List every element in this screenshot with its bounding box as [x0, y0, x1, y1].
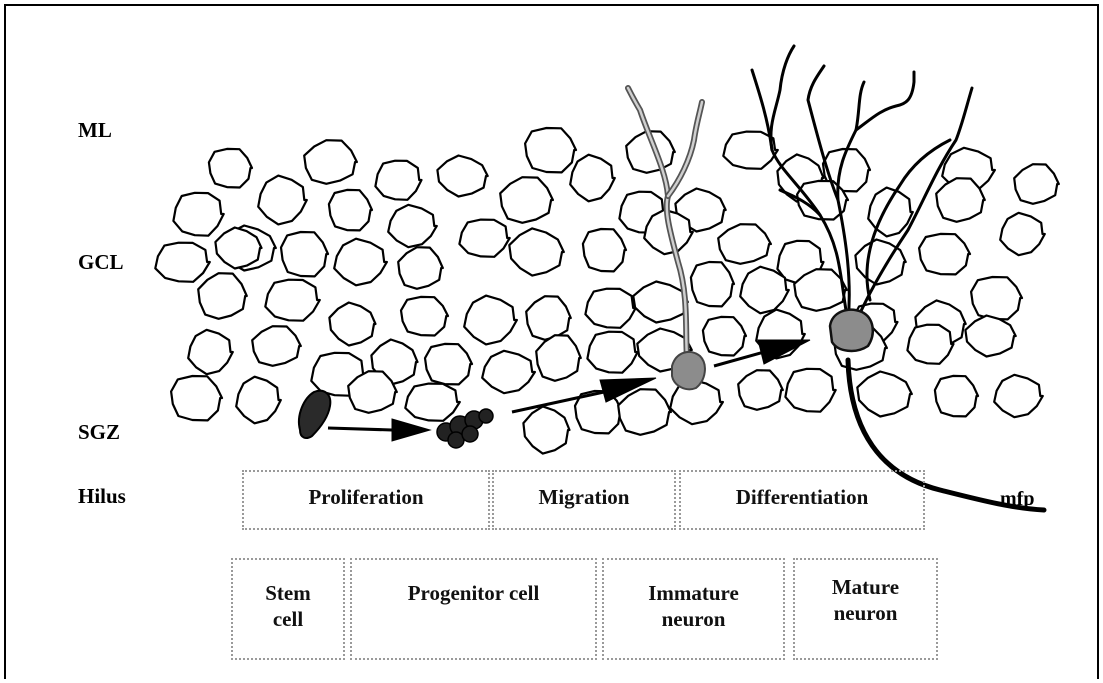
granule-cell [236, 377, 281, 424]
granule-cell [252, 326, 301, 366]
granule-cell [425, 344, 472, 385]
mature-neuron-line2: neuron [795, 600, 936, 626]
granule-cell [500, 177, 553, 223]
mature-neuron-line1: Mature [795, 574, 936, 600]
granule-cell [173, 193, 223, 236]
granule-cell [703, 317, 746, 356]
granule-cell [304, 140, 357, 184]
stage-box-progenitor-cell: Progenitor cell [350, 558, 597, 660]
granule-cell [388, 205, 437, 247]
granule-cell [971, 277, 1022, 319]
granule-cell [935, 376, 978, 417]
granule-cell [329, 303, 375, 346]
mfp-label: mfp [1000, 488, 1034, 511]
granule-cell [401, 297, 448, 336]
granule-cell [785, 369, 835, 412]
granule-cell [994, 375, 1043, 417]
progenitor-cell-label: Progenitor cell [352, 580, 595, 606]
granule-cell [329, 190, 372, 231]
layer-label-ml: ML [78, 118, 112, 143]
differentiation-label: Differentiation [681, 484, 923, 510]
immature-neuron-line1: Immature [604, 580, 783, 606]
arrow-head-1 [392, 419, 430, 441]
layer-label-sgz: SGZ [78, 420, 120, 445]
granule-cell [1014, 164, 1059, 204]
arrow-head-3 [758, 340, 810, 364]
granule-cell [281, 232, 328, 276]
granule-cell [691, 262, 734, 306]
granule-cell [398, 247, 443, 289]
stage-box-stem-cell: Stem cell [231, 558, 345, 660]
stem-cell [299, 391, 330, 438]
granule-cell [585, 289, 635, 328]
granule-cell [618, 389, 671, 435]
granule-cell [526, 296, 571, 340]
granule-cell [209, 149, 252, 188]
granule-cell [583, 229, 626, 271]
granule-cell [464, 296, 517, 345]
stage-box-mature-neuron: Mature neuron [793, 558, 938, 660]
granule-cell [536, 335, 581, 381]
granule-cell [405, 384, 460, 421]
layer-label-hilus: Hilus [78, 484, 126, 509]
granule-cell [482, 351, 535, 393]
migration-label: Migration [494, 484, 674, 510]
granule-cell [258, 176, 307, 225]
granule-cell [965, 316, 1015, 357]
granule-cell [919, 234, 970, 275]
granule-cell [437, 156, 487, 197]
granule-cell [1000, 213, 1045, 255]
granule-cell [375, 161, 421, 200]
arrow-stem-to-progenitor [328, 428, 392, 430]
granule-cell [857, 372, 912, 417]
process-box-differentiation: Differentiation [679, 470, 925, 530]
granule-cell [570, 155, 615, 202]
proliferation-label: Proliferation [244, 484, 488, 510]
granule-cell [171, 376, 222, 420]
granule-cell [907, 325, 953, 364]
layer-label-gcl: GCL [78, 250, 124, 275]
immature-neuron [672, 352, 705, 389]
granule-cell [523, 406, 569, 453]
granule-cell [509, 228, 564, 275]
granule-cell [188, 330, 233, 374]
granule-cell [718, 224, 771, 264]
granule-cell [334, 239, 387, 286]
stem-cell-line1: Stem [233, 580, 343, 606]
granule-cell [198, 273, 247, 319]
granule-cell [738, 370, 783, 410]
granule-cell [936, 178, 985, 222]
immature-neuron-line2: neuron [604, 606, 783, 632]
mature-neuron [830, 310, 873, 351]
granule-cell [155, 243, 210, 282]
granule-cell [525, 128, 576, 172]
stem-cell-line2: cell [233, 606, 343, 632]
granule-cell [265, 280, 320, 321]
granule-cell [633, 282, 688, 323]
granule-cell [459, 220, 509, 257]
stage-box-immature-neuron: Immature neuron [602, 558, 785, 660]
granule-cell [587, 332, 637, 373]
process-box-proliferation: Proliferation [242, 470, 490, 530]
process-box-migration: Migration [492, 470, 676, 530]
granule-cell-layer [155, 128, 1059, 454]
